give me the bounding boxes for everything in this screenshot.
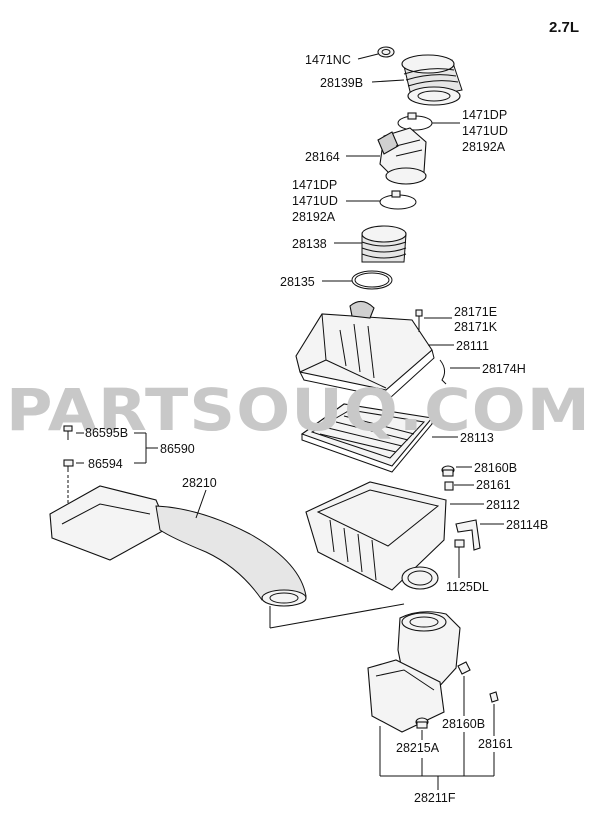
fastener-86594-part[interactable] [63,459,74,472]
bolt-1125dl-part[interactable] [454,539,465,556]
label-28192a-a[interactable]: 28192A [462,140,506,154]
label-1125dl[interactable]: 1125DL [446,580,489,594]
label-1471nc[interactable]: 1471NC [305,53,351,67]
label-28164[interactable]: 28164 [305,150,340,164]
air-flow-sensor-28164-part[interactable] [377,127,427,185]
watermark: PARTSOUQ.COM [6,376,591,444]
label-86595b[interactable]: 86595B [85,426,128,440]
air-cleaner-body-28112-part[interactable] [305,481,447,591]
label-1471ud-a[interactable]: 1471UD [462,124,508,138]
label-28211f[interactable]: 28211F [414,791,456,805]
label-28139b[interactable]: 28139B [320,76,363,90]
engine-label: 2.7L [549,19,579,36]
label-28113[interactable]: 28113 [460,431,494,445]
label-86590[interactable]: 86590 [160,442,195,456]
label-28215a[interactable]: 28215A [396,741,440,755]
bracket-28114b-part[interactable] [455,519,481,551]
label-28138[interactable]: 28138 [292,237,327,251]
resonator-28211f-part[interactable] [367,611,461,733]
grommet-28161-lower-part[interactable] [489,691,499,703]
label-28160b-lower[interactable]: 28160B [442,717,485,731]
clip-28174h-part[interactable] [439,359,447,385]
label-28160b-upper[interactable]: 28160B [474,461,517,475]
bellows-28138-part[interactable] [361,225,407,263]
label-1471dp-a[interactable]: 1471DP [462,108,507,122]
grommet-28161-upper-part[interactable] [444,481,454,491]
label-86594[interactable]: 86594 [88,457,123,471]
bolt-28171e-part[interactable] [415,309,423,332]
grommet-28160b-upper-part[interactable] [441,465,455,477]
clamp-1471dp-lower-part[interactable] [379,190,417,210]
grommet-28160b-lower-part[interactable] [457,661,471,675]
duct-hose-28139b-part[interactable] [401,54,463,106]
clamp-28135-part[interactable] [351,270,393,290]
air-duct-28210-part[interactable] [49,485,405,629]
label-28171e[interactable]: 28171E [454,305,497,319]
label-28192a-b[interactable]: 28192A [292,210,336,224]
clamp-1471nc-part[interactable] [377,46,395,58]
label-28112[interactable]: 28112 [486,498,520,512]
air-cleaner-cover-28111-part[interactable] [295,300,435,399]
label-28174h[interactable]: 28174H [482,362,526,376]
label-28135[interactable]: 28135 [280,275,315,289]
label-1471ud-b[interactable]: 1471UD [292,194,338,208]
label-28171k[interactable]: 28171K [454,320,498,334]
fastener-86595b-part[interactable] [63,425,73,440]
label-28161-upper[interactable]: 28161 [476,478,511,492]
label-1471dp-b[interactable]: 1471DP [292,178,337,192]
leader-lines [76,53,504,790]
clamp-1471dp-upper-part[interactable] [397,112,433,131]
label-28210[interactable]: 28210 [182,476,217,490]
label-28111[interactable]: 28111 [456,339,489,353]
label-28161-lower[interactable]: 28161 [478,737,513,751]
duct-connection-line [269,603,405,629]
label-28114b[interactable]: 28114B [506,518,548,532]
grommet-28215a-part[interactable] [415,717,429,729]
filter-element-28113-part[interactable] [300,403,434,473]
